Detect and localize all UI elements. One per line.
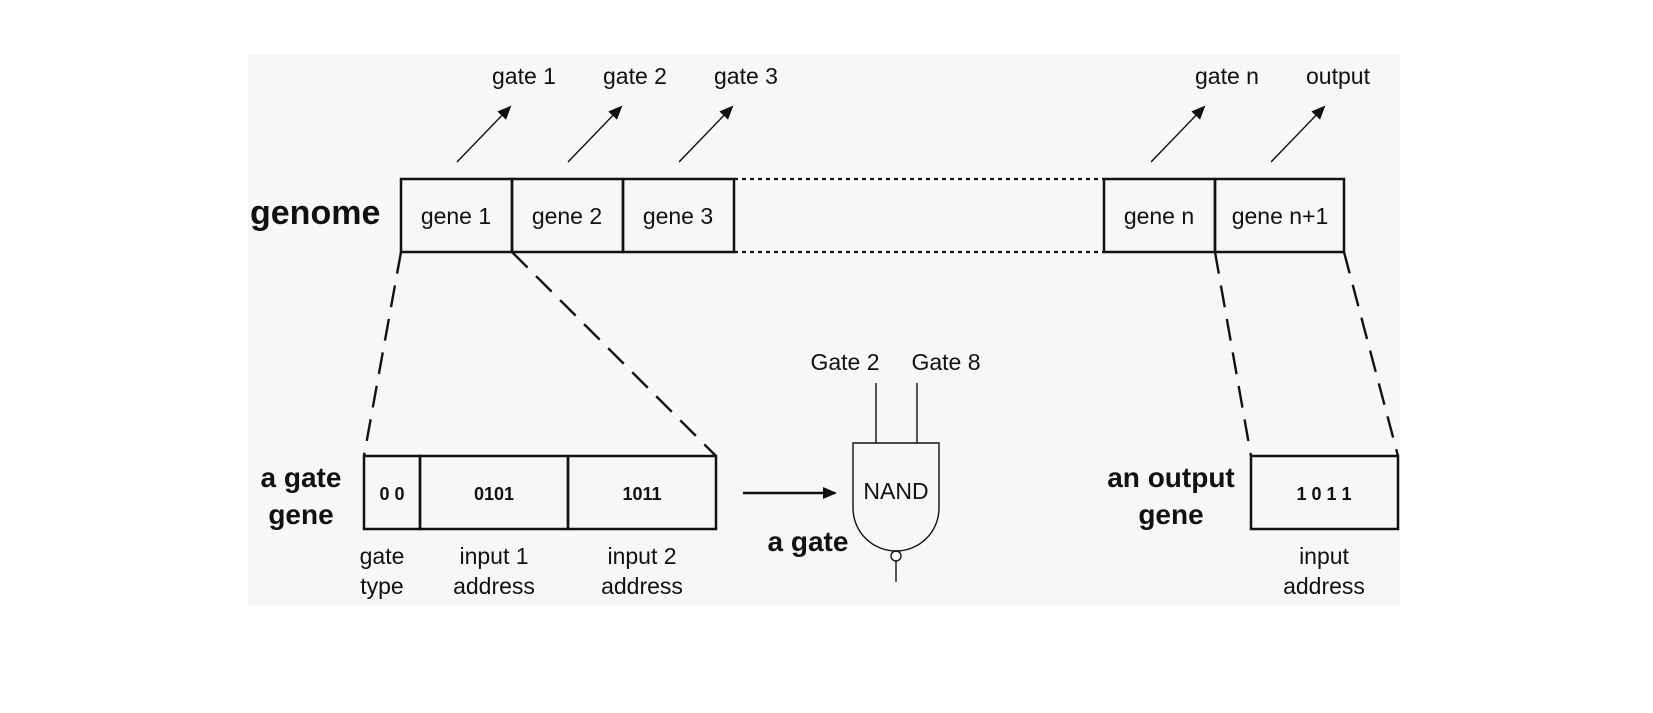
gate-input-label: Gate 2 [810,349,879,375]
gate-label: a gate [768,526,849,557]
genome-label: genome [250,194,380,232]
gate-type-bits: 0 0 [379,484,404,504]
gate-type-text: NAND [863,478,928,504]
gate-type-caption: gate [360,543,405,569]
gene-2-label: gene 2 [532,203,602,229]
diagram-background [248,55,1400,605]
gate-n-arrow [1150,105,1206,163]
gene-n-plus-1-label: gene n+1 [1232,203,1329,229]
output-address-bits: 1 0 1 1 [1296,484,1351,504]
gate-input-label: Gate 8 [911,349,980,375]
gate-gene-label: a gate [261,462,342,493]
zoom-lines [362,251,1400,457]
gate-2-arrow [567,105,623,163]
output-label: output [1306,63,1371,89]
gene-output-labels: gate 1 gate 2 gate 3 gate n output [492,63,1371,89]
gate-gene-captions: gate type input 1 address input 2 addres… [360,543,683,599]
nand-gate-body [852,442,940,552]
input-2-address-field [566,454,718,531]
output-gene-zoom-left [1213,251,1253,457]
genome-strip: gene 1 gene 2 gene 3 gene n gene n+1 [399,177,1346,254]
gate-n-label: gate n [1195,63,1259,89]
gate-gene-zoom-left [362,251,403,457]
input-1-caption: input 1 [459,543,528,569]
output-gene-zoom-right [1342,251,1400,457]
gate-type-caption: type [360,573,403,599]
input-2-caption: address [601,573,683,599]
output-gene-label: gene [1138,499,1203,530]
gate-1-arrow [456,105,512,163]
gene-n-label: gene n [1124,203,1194,229]
input-2-address-bits: 1011 [622,484,661,504]
output-gene-label: an output [1107,462,1235,493]
gene-1-label: gene 1 [421,203,491,229]
gate-3-arrow [678,105,734,163]
gate-1-label: gate 1 [492,63,556,89]
gene-cell [621,177,736,254]
input-1-address-bits: 0101 [474,484,514,504]
gate-3-label: gate 3 [714,63,778,89]
input-2-caption: input 2 [607,543,676,569]
gate-gene-zoom-right [511,251,717,457]
output-address-field [1249,454,1400,531]
output-address-caption: address [1283,573,1365,599]
gate-gene-box: 0 0 0101 1011 [362,454,718,531]
gate-2-label: gate 2 [603,63,667,89]
output-arrow [1270,105,1326,163]
input-1-caption: address [453,573,535,599]
gate-gene-label: gene [268,499,333,530]
nand-gate-symbol: NAND [852,383,940,582]
output-gene-box: 1 0 1 1 [1249,454,1400,531]
gene-3-label: gene 3 [643,203,713,229]
output-address-caption: input [1299,543,1349,569]
gene-output-arrows [456,105,1326,163]
gene-cell [1213,177,1346,254]
